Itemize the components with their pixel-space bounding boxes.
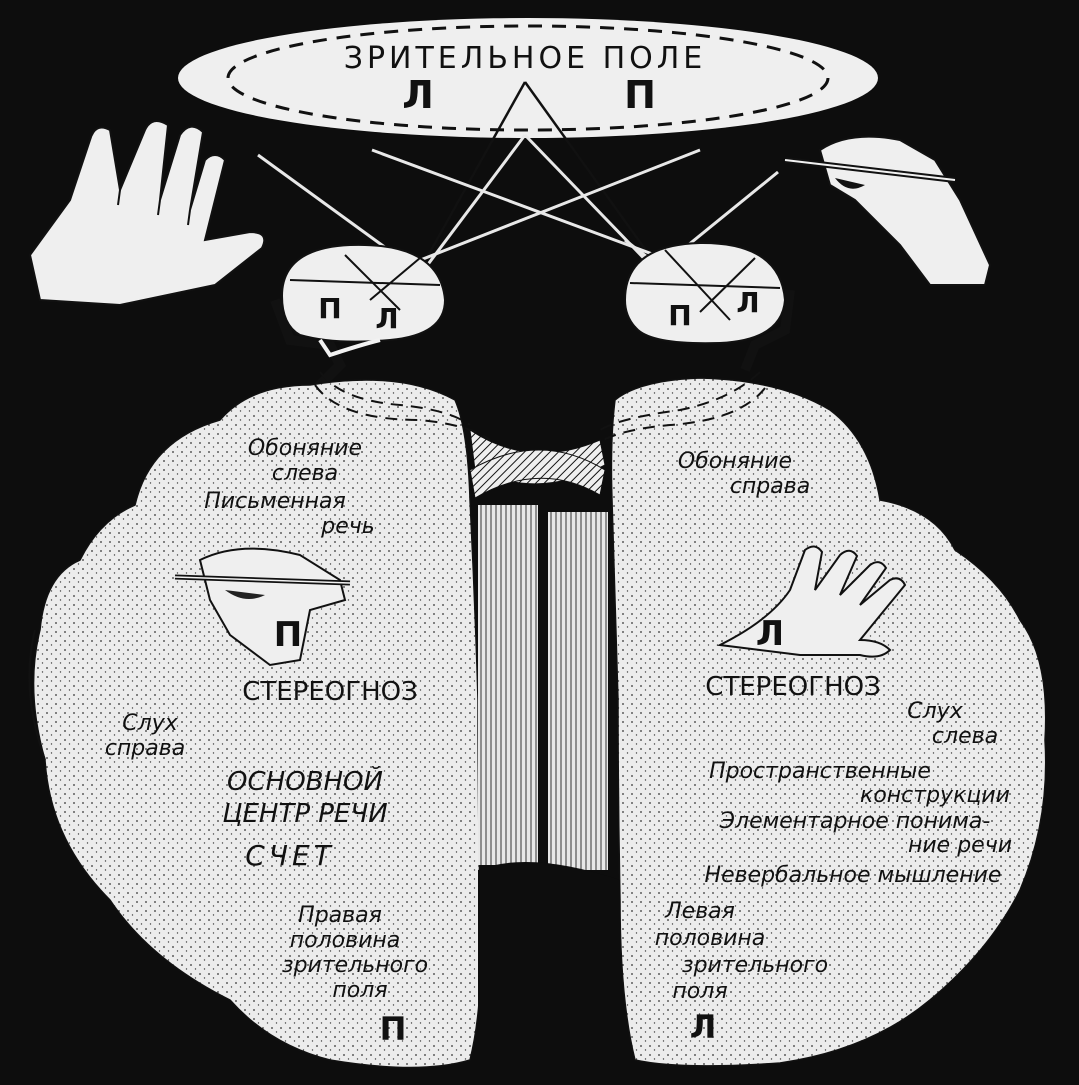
right-hearing-label-line1: Слух — [907, 699, 963, 724]
left-eye-mark-b: Л — [375, 302, 398, 335]
left-visual-half-line4: поля — [332, 978, 387, 1003]
right-hand-mark: Л — [756, 614, 784, 654]
left-counting-label: СЧЕТ — [245, 839, 335, 872]
corpus-callosum — [478, 500, 620, 1060]
right-nonverbal-label: Невербальное мышление — [705, 863, 1002, 888]
left-hearing-label-line1: Слух — [122, 711, 178, 736]
right-eye-mark-b: Л — [736, 286, 759, 319]
left-visual-half-line1: Правая — [298, 903, 382, 928]
left-hand-mark: П — [274, 615, 302, 655]
right-hemisphere-labels: Обоняние справа Л СТЕРЕОГНОЗ Слух слева … — [655, 449, 1012, 1046]
right-smell-label-line2: справа — [730, 474, 810, 499]
left-hearing-label-line2: справа — [105, 736, 185, 761]
left-stereognosis-label: СТЕРЕОГНОЗ — [242, 677, 418, 707]
right-smell-label-line1: Обоняние — [678, 449, 792, 474]
right-speech-elem-line1: Элементарное понима- — [719, 809, 991, 834]
visual-field-left-mark: Л — [402, 73, 434, 117]
right-visual-half-line2: половина — [655, 926, 766, 951]
right-hemisphere — [594, 371, 1047, 1067]
right-hearing-label-line2: слева — [932, 724, 998, 749]
visual-field: ЗРИТЕЛЬНОЕ ПОЛЕ Л П — [178, 18, 878, 138]
right-eye-mark-a: П — [668, 299, 691, 332]
visual-rays — [418, 81, 662, 271]
left-hemisphere — [28, 371, 491, 1069]
left-eye: П Л — [270, 243, 447, 399]
left-visual-half-line3: зрительного — [282, 953, 428, 978]
right-spatial-label-line1: Пространственные — [709, 759, 931, 784]
left-speech-center-line1: ОСНОВНОЙ — [227, 765, 383, 797]
visual-field-title: ЗРИТЕЛЬНОЕ ПОЛЕ — [344, 41, 707, 76]
left-visual-half-line2: половина — [290, 928, 401, 953]
left-hemisphere-labels: Обоняние слева Письменная речь П СТЕРЕОГ… — [105, 436, 428, 1048]
right-eye: П Л — [623, 241, 795, 372]
left-hand-open-icon — [28, 120, 266, 307]
right-spatial-label-line2: конструкции — [860, 783, 1010, 808]
visual-field-right-mark: П — [624, 73, 656, 117]
optic-chiasm — [469, 428, 606, 499]
left-speech-center-line2: ЦЕНТР РЕЧИ — [222, 799, 387, 829]
right-stereognosis-label: СТЕРЕОГНОЗ — [705, 672, 881, 702]
right-hemisphere-open-hand-icon — [716, 545, 907, 658]
right-hand-writing-icon — [784, 135, 992, 286]
right-speech-elem-line2: ние речи — [908, 833, 1012, 858]
left-eye-mark-a: П — [318, 292, 341, 325]
left-smell-label-line2: слева — [272, 461, 338, 486]
right-visual-half-line1: Левая — [664, 899, 735, 924]
left-bottom-mark: П — [380, 1010, 407, 1048]
left-smell-label-line1: Обоняние — [248, 436, 362, 461]
right-bottom-mark: Л — [690, 1008, 717, 1046]
left-writing-label-line2: речь — [320, 514, 374, 539]
left-writing-label-line1: Письменная — [204, 489, 346, 514]
left-hemisphere-writing-hand-icon — [174, 547, 351, 667]
right-visual-half-line4: поля — [672, 979, 727, 1004]
right-visual-half-line3: зрительного — [682, 953, 828, 978]
